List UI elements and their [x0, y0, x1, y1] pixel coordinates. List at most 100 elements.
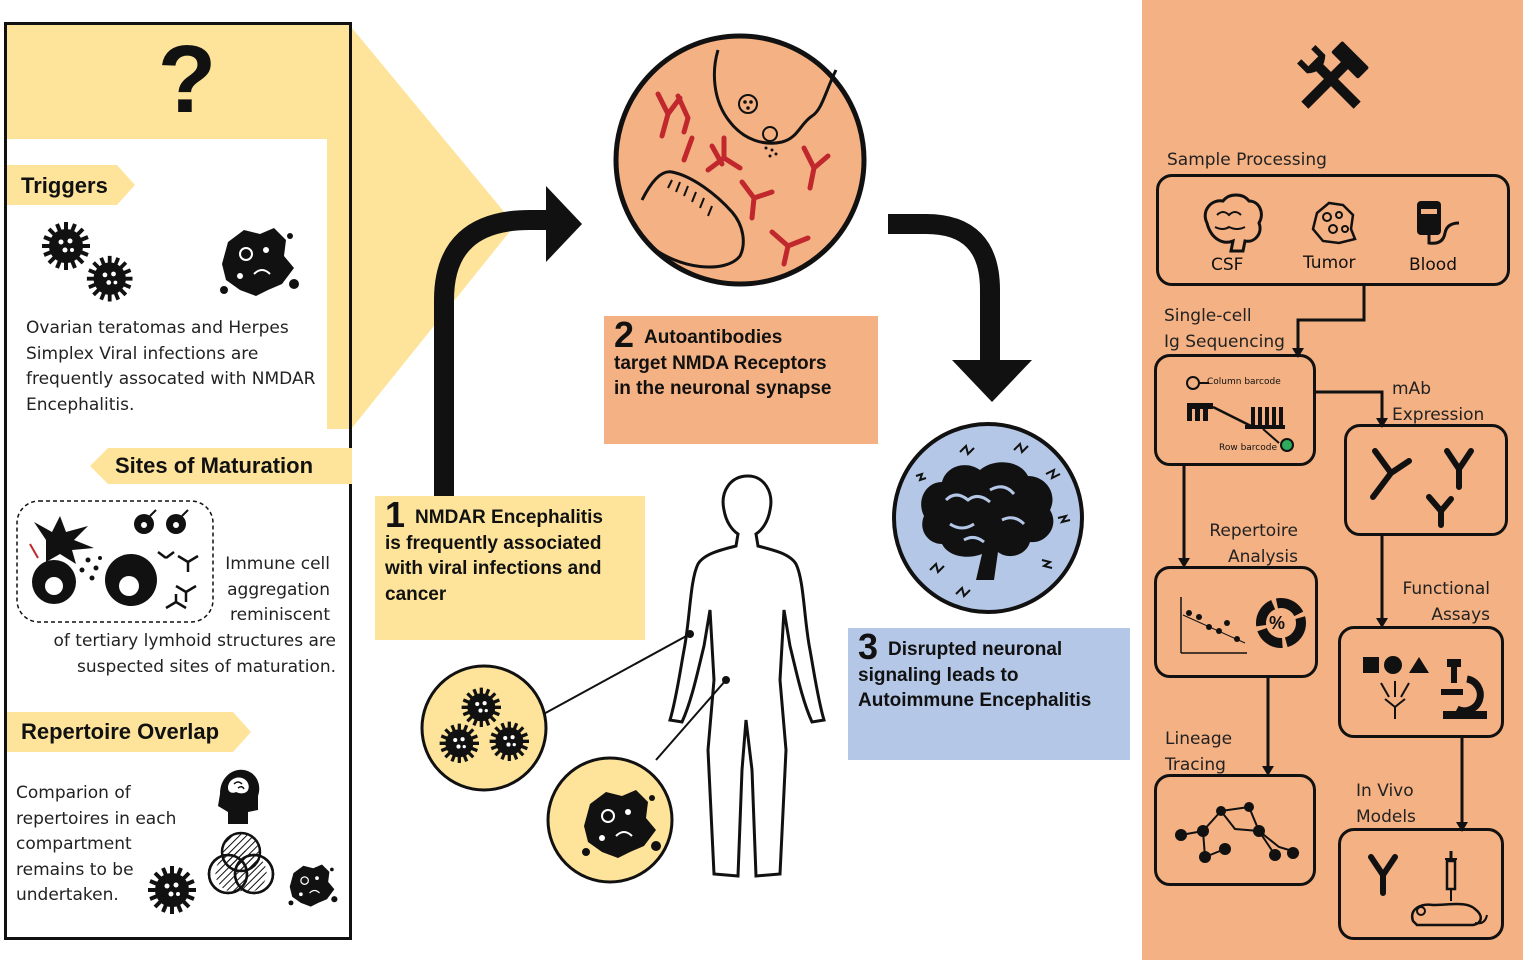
antibody-icon	[1368, 854, 1398, 896]
repertoire-line: Analysis	[1227, 547, 1298, 567]
yellow-band	[327, 139, 349, 429]
step-3-title: Disrupted neuronal	[888, 639, 1063, 660]
functional-label: Functional Assays	[1362, 576, 1490, 628]
single-cell-box: Column barcode Row barcode	[1154, 354, 1316, 466]
single-cell-label: Single-cell Ig Sequencing	[1164, 303, 1285, 355]
tumor-icon	[287, 863, 339, 908]
csf-label: CSF	[1211, 255, 1244, 275]
overlap-label: Repertoire Overlap	[21, 719, 220, 744]
in-vivo-label: In Vivo Models	[1356, 778, 1416, 830]
lineage-tree-icon	[1175, 802, 1300, 863]
step-3-body: signaling leads to	[858, 664, 1019, 686]
triggers-tag-shape	[7, 165, 135, 205]
blood-bag-icon	[1417, 201, 1460, 245]
step-2-body: target NMDA Receptors	[614, 352, 827, 374]
overlap-text: Comparion of repertoires in each compart…	[16, 781, 216, 909]
triggers-text: Ovarian teratomas and Herpes Simplex Vir…	[26, 318, 316, 415]
overlap-line: remains to be	[16, 859, 134, 880]
maturation-line: aggregation	[227, 579, 330, 600]
in-vivo-box	[1338, 828, 1504, 940]
mab-line: Expression	[1392, 405, 1485, 425]
arrow-to-step2	[434, 186, 582, 500]
step-1-body: cancer	[385, 583, 447, 605]
row-barcode-label: Row barcode	[1219, 443, 1278, 453]
step-1-title: NMDAR Encephalitis	[415, 507, 603, 528]
triggers-label: Triggers	[21, 173, 108, 198]
maturation-line: of tertiary lymhoid structures are	[53, 631, 336, 651]
lineage-line: Lineage	[1165, 729, 1233, 749]
sample-processing-label: Sample Processing	[1167, 150, 1327, 170]
step-1-body: is frequently associated	[385, 532, 602, 554]
mab-label: mAb Expression	[1392, 376, 1484, 428]
maturation-label: Sites of Maturation	[115, 453, 314, 478]
column-barcode-label: Column barcode	[1207, 377, 1281, 387]
in-vivo-line: Models	[1356, 807, 1416, 827]
blood-label: Blood	[1409, 255, 1457, 275]
maturation-line: suspected sites of maturation.	[77, 656, 336, 677]
in-vivo-line: In Vivo	[1356, 781, 1414, 801]
arrow-to-step3	[888, 214, 1032, 402]
brain-signal-illustration	[892, 422, 1084, 614]
barcode-icon	[1186, 376, 1294, 452]
workflow-connectors	[1178, 286, 1468, 832]
step-3-body: Autoimmune Encephalitis	[858, 690, 1092, 711]
question-header	[7, 25, 349, 139]
overlap-line: compartment	[16, 834, 132, 854]
repertoire-line: Repertoire	[1209, 521, 1298, 541]
sample-processing-box: CSF Tumor Blood	[1156, 174, 1510, 286]
functional-line: Assays	[1431, 605, 1490, 625]
assay-shapes-icon	[1363, 656, 1429, 719]
overlap-tag-shape	[7, 712, 251, 752]
tumor-cells-icon	[1311, 201, 1357, 245]
head-brain-icon	[218, 769, 260, 824]
repertoire-box: %	[1154, 566, 1318, 678]
maturation-line: reminiscent	[230, 605, 330, 625]
methods-panel: Sample Processing CSF Tumor Blood Single…	[1142, 0, 1523, 960]
single-cell-line: Ig Sequencing	[1164, 332, 1285, 352]
mouse-injection-icon	[1410, 851, 1488, 927]
venn-diagram-icon	[207, 831, 275, 895]
functional-box	[1338, 626, 1504, 738]
percentage-donut-icon	[1256, 598, 1306, 648]
step-2-body: in the neuronal synapse	[614, 378, 832, 399]
maturation-line: Immune cell	[225, 554, 330, 574]
antibodies-icon	[1370, 448, 1474, 528]
step-1-body: with viral infections and	[385, 558, 602, 579]
virus-icon	[42, 222, 135, 304]
single-cell-line: Single-cell	[1164, 306, 1252, 326]
brain-icon	[1203, 193, 1263, 253]
virus-icon	[488, 720, 531, 763]
tumor-icon	[220, 228, 299, 296]
tumor-label: Tumor	[1303, 253, 1356, 273]
mab-line: mAb	[1392, 379, 1431, 399]
overlap-line: Comparion of	[16, 783, 131, 803]
overlap-line: undertaken.	[16, 885, 119, 905]
lineage-line: Tracing	[1165, 755, 1226, 775]
maturation-tag-shape	[90, 448, 352, 484]
question-mark: ?	[157, 26, 217, 133]
step-2-number: 2	[614, 314, 635, 355]
tools-icon	[1297, 41, 1369, 109]
lineage-label: Lineage Tracing	[1165, 726, 1232, 778]
synapse-illustration	[613, 33, 867, 287]
step-2-title: Autoantibodies	[644, 327, 783, 348]
scatter-plot-icon	[1180, 597, 1247, 654]
functional-line: Functional	[1402, 579, 1490, 599]
lineage-box	[1154, 774, 1316, 886]
step-1-box: 1 NMDAR Encephalitis is frequently associ…	[375, 496, 645, 640]
step-3-number: 3	[858, 626, 879, 667]
tumor-icon	[581, 789, 662, 859]
yellow-funnel	[352, 28, 515, 428]
virus-icon	[146, 864, 198, 916]
mab-box	[1344, 424, 1508, 536]
maturation-text-right: Immune cell aggregation reminiscent	[200, 552, 330, 629]
step-2-box: 2 Autoantibodies target NMDA Receptors in…	[604, 316, 878, 444]
repertoire-label: Repertoire Analysis	[1194, 518, 1298, 570]
overlap-line: repertoires in each	[16, 808, 177, 829]
maturation-text-bottom: of tertiary lymhoid structures are suspe…	[20, 629, 336, 680]
microscope-icon	[1441, 659, 1487, 719]
step-3-box: 3 Disrupted neuronal signaling leads to A…	[848, 628, 1130, 760]
step-1-number: 1	[385, 494, 406, 535]
immune-aggregation-illustration	[16, 500, 214, 623]
percent-symbol: %	[1269, 613, 1286, 633]
